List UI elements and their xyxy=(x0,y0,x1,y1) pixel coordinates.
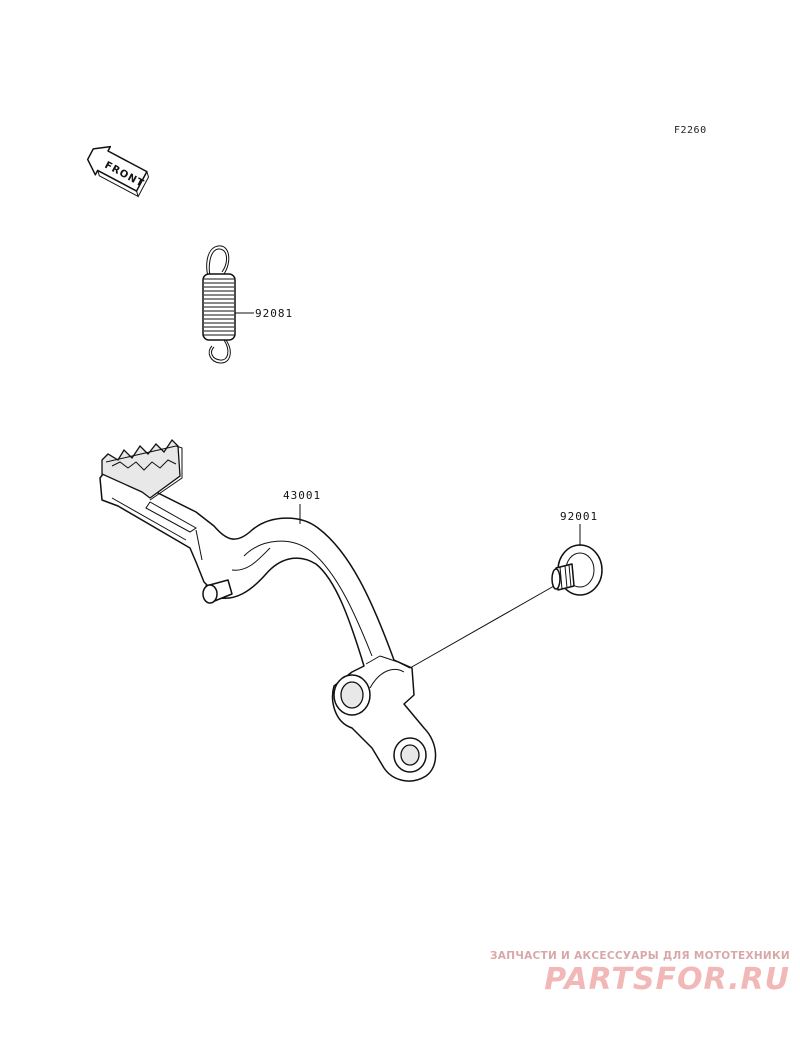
brake-pedal-43001 xyxy=(99,438,437,782)
part-number-92001: 92001 xyxy=(560,510,598,523)
figure-code: F2260 xyxy=(674,125,707,136)
spring-coils xyxy=(204,278,234,336)
part-number-43001: 43001 xyxy=(283,489,321,502)
front-arrow-icon: FRONT xyxy=(86,145,150,198)
watermark-tagline: ЗАПЧАСТИ И АКСЕССУАРЫ ДЛЯ МОТОТЕХНИКИ xyxy=(490,950,790,962)
bolt-92001 xyxy=(409,524,603,669)
part-number-92081: 92081 xyxy=(255,307,293,320)
watermark-logo: PARTSFOR.RU xyxy=(544,962,790,997)
spring-92081 xyxy=(202,245,254,364)
